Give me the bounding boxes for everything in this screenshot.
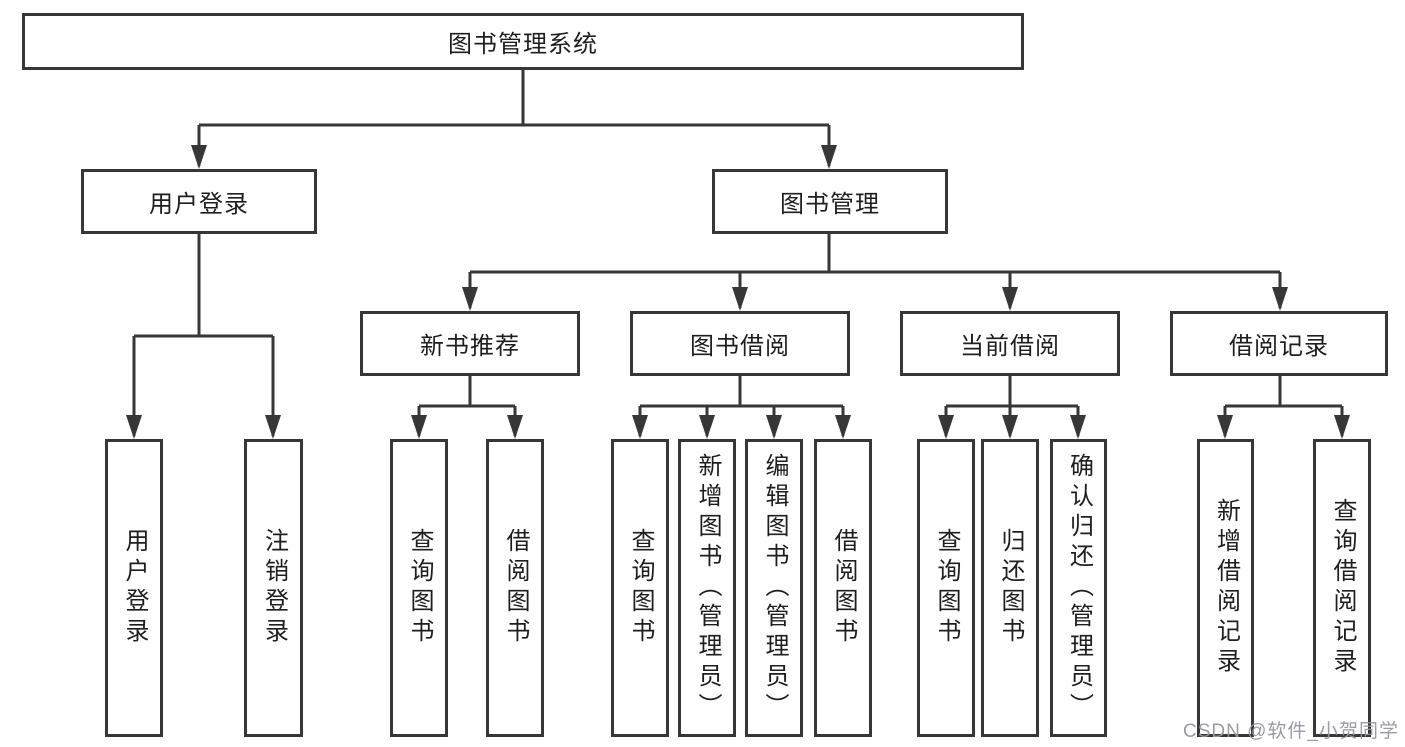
leaf-label: 注销登录 (260, 528, 288, 648)
arrowhead-icons (126, 145, 1350, 439)
leaf-query-books-recommend: 查询图书 (390, 439, 448, 737)
leaf-query-books-current: 查询图书 (917, 439, 975, 737)
node-book-management: 图书管理 (712, 169, 948, 234)
leaf-borrow-books: 借阅图书 (814, 439, 872, 737)
node-user-login: 用户登录 (81, 169, 317, 234)
leaf-user-login: 用户登录 (105, 439, 163, 737)
leaf-label: 借阅图书 (502, 528, 529, 648)
leaf-label: 查询图书 (406, 528, 433, 648)
leaf-return-book: 归还图书 (981, 439, 1039, 737)
node-root-system: 图书管理系统 (22, 13, 1024, 70)
leaf-confirm-return-admin: 确认归还（管理员） (1050, 439, 1107, 737)
leaf-logout: 注销登录 (244, 439, 303, 737)
leaf-add-borrow-record: 新增借阅记录 (1197, 439, 1254, 737)
leaf-label: 归还图书 (997, 528, 1024, 648)
leaf-query-borrow-record: 查询借阅记录 (1313, 439, 1371, 737)
leaf-add-book-admin: 新增图书（管理员） (678, 439, 736, 737)
leaf-label: 查询图书 (933, 528, 960, 648)
node-new-book-recommend: 新书推荐 (360, 311, 580, 376)
node-current-borrow: 当前借阅 (900, 311, 1120, 376)
node-borrow-records: 借阅记录 (1170, 311, 1388, 376)
leaf-label: 查询借阅记录 (1329, 498, 1356, 678)
node-book-borrow: 图书借阅 (630, 311, 850, 376)
leaf-borrow-books-recommend: 借阅图书 (486, 439, 544, 737)
leaf-query-books-borrow: 查询图书 (611, 439, 669, 737)
leaf-label: 查询图书 (627, 528, 654, 648)
leaf-label: 用户登录 (121, 528, 148, 648)
leaf-label: 新增图书（管理员） (694, 453, 721, 723)
leaf-label: 新增借阅记录 (1212, 498, 1240, 678)
leaf-edit-book-admin: 编辑图书（管理员） (745, 439, 803, 737)
leaf-label: 编辑图书（管理员） (761, 453, 788, 723)
leaf-label: 确认归还（管理员） (1065, 453, 1093, 723)
leaf-label: 借阅图书 (830, 528, 857, 648)
